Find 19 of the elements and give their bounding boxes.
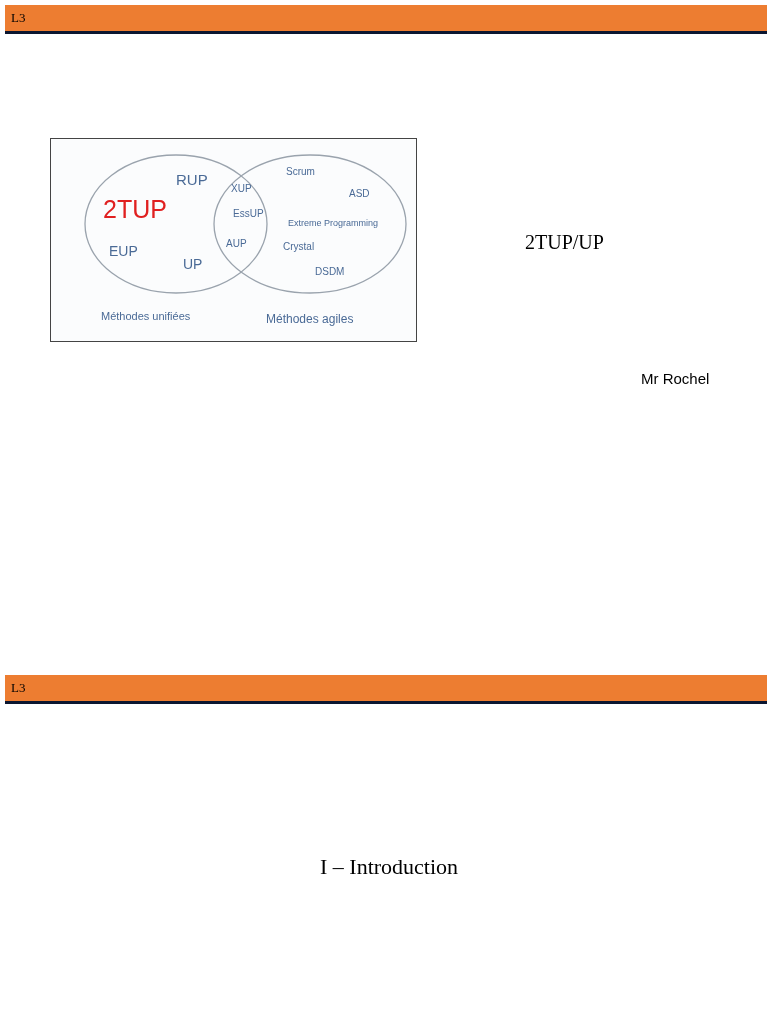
method-label: RUP bbox=[176, 172, 208, 187]
method-label: EUP bbox=[109, 244, 138, 258]
method-label: ASD bbox=[349, 189, 370, 199]
method-label: Crystal bbox=[283, 242, 315, 252]
header-label: L3 bbox=[11, 10, 26, 26]
method-label: XUP bbox=[231, 184, 252, 194]
method-label: AUP bbox=[226, 239, 247, 249]
section-title: I – Introduction bbox=[320, 856, 459, 878]
method-label: EssUP bbox=[233, 209, 264, 219]
author-name: Mr Rochel bbox=[641, 371, 710, 386]
method-label: UP bbox=[183, 257, 203, 271]
method-label: Extreme Programming bbox=[288, 219, 379, 228]
method-label: 2TUP bbox=[103, 197, 167, 222]
method-label: DSDM bbox=[315, 267, 345, 277]
set-caption: Méthodes unifiées bbox=[101, 311, 191, 322]
method-label: Scrum bbox=[286, 167, 315, 177]
set-caption: Méthodes agiles bbox=[266, 313, 354, 325]
slide-title: 2TUP/UP bbox=[525, 232, 604, 252]
header-label: L3 bbox=[11, 680, 26, 696]
